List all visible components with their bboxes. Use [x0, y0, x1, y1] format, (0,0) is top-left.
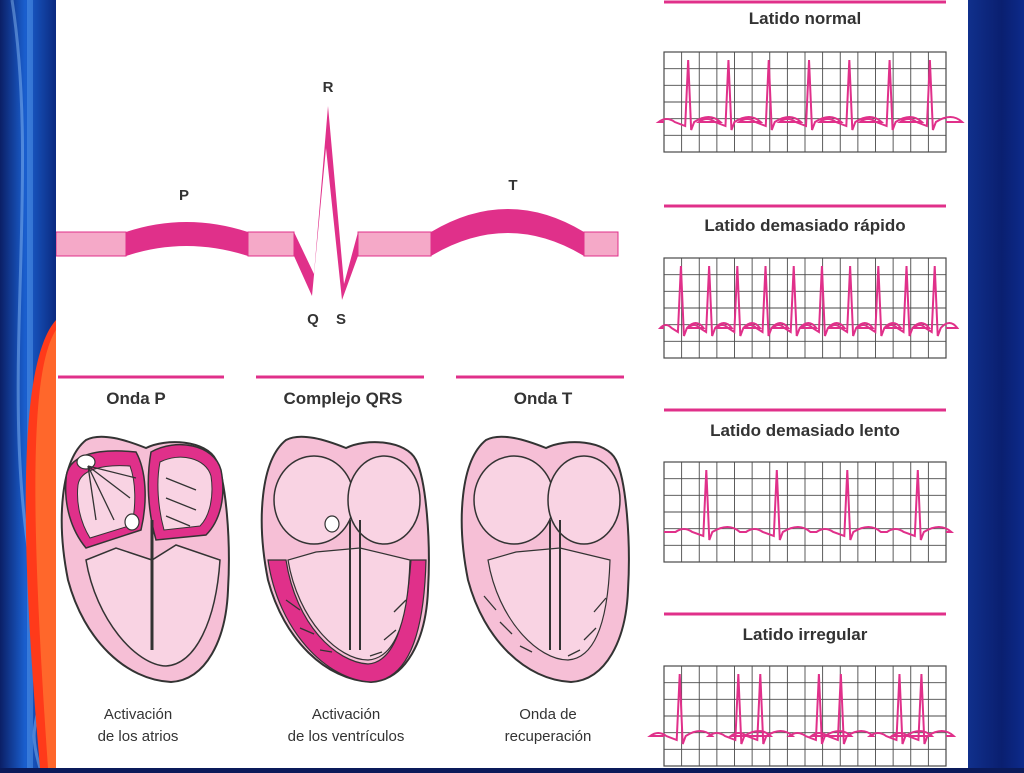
left-atrium: [473, 455, 555, 545]
rhythm-strips: Latido normal Latido demasiado rápido La…: [647, 0, 965, 767]
heart-diagram-ventricles: [260, 435, 430, 684]
phase-caption-t-line1: Onda de: [519, 706, 577, 723]
ecg-baseline-right: [583, 231, 619, 257]
phase-title-qrs: Complejo QRS: [283, 389, 402, 408]
recovery-arrows: [483, 595, 607, 657]
ecg-baseline-left: [55, 231, 127, 257]
ecg-label-p: P: [179, 187, 189, 204]
septum: [549, 520, 561, 650]
ecg-baseline-st: [357, 231, 432, 257]
heart-diagram-atria: [60, 435, 230, 684]
left-background: [0, 0, 56, 768]
rhythm-strip-fast: [657, 257, 960, 359]
rhythm-title-irregular: Latido irregular: [743, 625, 868, 644]
ecg-label-q: Q: [307, 311, 319, 328]
phase-caption-p-line2: de los atrios: [98, 728, 179, 745]
rhythm-grid: [663, 461, 947, 563]
phase-title-p: Onda P: [106, 389, 166, 408]
rhythm-grid: [663, 51, 947, 153]
phase-title-t: Onda T: [514, 389, 573, 408]
ecg-qrs-complex: [294, 106, 358, 300]
heart-diagram-recovery: [460, 435, 630, 684]
rhythm-title-fast: Latido demasiado rápido: [704, 216, 905, 235]
ecg-p-wave: [126, 222, 248, 256]
spine-decoration: [10, 0, 56, 768]
phase-caption-t-line2: recuperación: [505, 728, 592, 745]
diagram-canvas: P R Q S T Onda P Complejo QRS Onda T: [55, 0, 965, 767]
rhythm-strip-slow: [663, 461, 955, 563]
phase-caption-p-line1: Activación: [104, 706, 172, 723]
right-atrium: [347, 455, 421, 545]
right-background: [968, 0, 1024, 768]
right-atrium-inner: [157, 456, 213, 531]
rhythm-trace: [655, 59, 965, 131]
phase-caption-qrs-line1: Activación: [312, 706, 380, 723]
rhythm-strip-irregular: [647, 665, 957, 767]
ecg-t-wave: [431, 209, 584, 256]
av-node: [124, 513, 140, 531]
rhythm-trace: [657, 265, 960, 337]
rhythm-title-slow: Latido demasiado lento: [710, 421, 900, 440]
rhythm-trace: [647, 673, 957, 745]
ecg-label-r: R: [323, 79, 334, 96]
diagram-panel: P R Q S T Onda P Complejo QRS Onda T: [55, 0, 968, 768]
ventricle-wall-active: [267, 559, 427, 683]
activation-arrows: [285, 599, 407, 657]
ecg-label-s: S: [336, 311, 346, 328]
ecg-baseline-pq: [247, 231, 295, 257]
rhythm-grid: [663, 665, 947, 767]
phase-caption-qrs-line2: de los ventrículos: [288, 728, 405, 745]
right-atrium: [547, 455, 621, 545]
ecg-label-t: T: [508, 177, 517, 194]
rhythm-trace: [664, 469, 955, 541]
rhythm-title-normal: Latido normal: [749, 9, 861, 28]
av-node: [324, 515, 340, 533]
sa-node: [76, 454, 96, 470]
septum: [349, 520, 361, 650]
left-atrium: [273, 455, 355, 545]
ecg-waveform: P R Q S T: [55, 79, 619, 328]
activation-arrows: [87, 465, 197, 527]
rhythm-strip-normal: [655, 51, 965, 153]
